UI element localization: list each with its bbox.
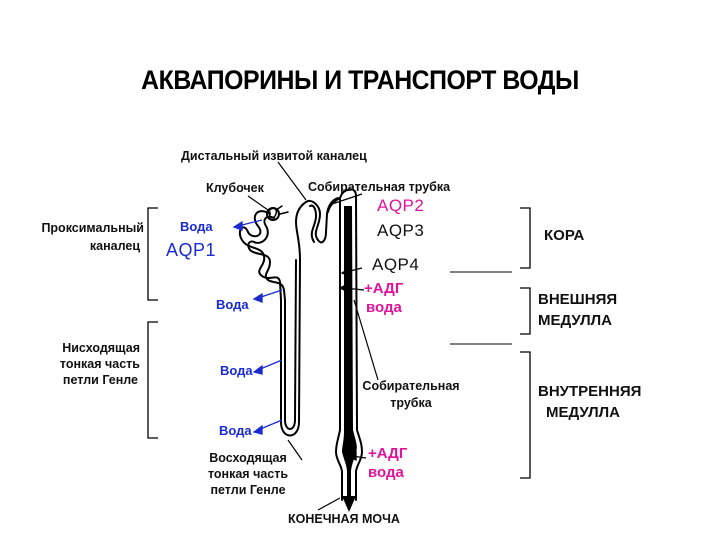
adh-label-1-line1: +АДГ <box>364 280 404 297</box>
collecting-duct-mid-label-line1: Собирательная <box>362 379 460 393</box>
glomerulus-tuft <box>267 205 289 219</box>
aqp4-arrow-head <box>340 266 351 277</box>
ascending-limb <box>295 201 307 423</box>
water-label-3: Вода <box>220 363 253 378</box>
distal-tubule-label: Дистальный извитой каналец <box>181 149 367 163</box>
adh2-arrow-head <box>346 450 357 462</box>
descending-limb-label-line2: тонкая часть <box>59 357 140 371</box>
water-arrow-3-head <box>252 364 263 375</box>
zone-outer-medulla-line2: МЕДУЛЛА <box>538 312 613 329</box>
collecting-duct-top-label: Собирательная трубка <box>308 180 451 194</box>
collecting-duct-lumen <box>342 206 357 496</box>
zone-inner-medulla-line1: ВНУТРЕННЯЯ <box>538 383 642 400</box>
distal-tubule-inner <box>309 204 317 243</box>
collecting-duct-right <box>347 188 363 501</box>
adh1-arrow-head <box>338 282 349 294</box>
leader-collecting-mid <box>353 299 379 381</box>
bracket-descending <box>147 321 158 439</box>
bracket-cortex <box>520 207 531 269</box>
collecting-duct-mid-label-line2: трубка <box>390 396 432 410</box>
urine-arrow-head <box>342 496 356 512</box>
descending-limb-inner <box>284 299 296 430</box>
glomerulus-label: Клубочек <box>206 181 264 195</box>
aqp1-label: AQP1 <box>166 240 217 260</box>
water-label-4: Вода <box>219 423 252 438</box>
adh-label-2-line2: вода <box>368 464 404 481</box>
water-label-1: Вода <box>180 219 213 234</box>
leader-distal <box>277 161 307 201</box>
ascending-limb-inner <box>294 259 297 421</box>
zone-cortex: КОРА <box>544 227 585 244</box>
water-arrow-4-head <box>252 424 263 435</box>
ascending-limb-label-line1: Восходящая <box>209 451 287 465</box>
ascending-limb-label-line3: петли Генле <box>210 483 286 497</box>
proximal-tubule-label-line2: каналец <box>89 239 140 253</box>
proximal-tubule-inner <box>247 215 286 301</box>
zone-inner-medulla-line2: МЕДУЛЛА <box>546 404 621 421</box>
proximal-tubule <box>238 210 282 301</box>
leader-glomerulus <box>247 195 269 211</box>
bracket-outer-medulla <box>520 287 531 335</box>
leader-urine <box>317 497 341 511</box>
collecting-duct-top <box>339 189 349 199</box>
water-label-2: Вода <box>216 297 249 312</box>
descending-limb <box>280 299 300 437</box>
aqp3-label: AQP3 <box>377 221 425 240</box>
descending-limb-label-line1: Нисходящая <box>62 341 140 355</box>
leader-collecting-top <box>331 193 363 205</box>
collecting-duct-left <box>327 197 343 501</box>
aqp4-label: AQP4 <box>372 255 420 274</box>
bracket-inner-medulla <box>520 351 531 479</box>
proximal-tubule-label-line1: Проксимальный <box>41 221 144 235</box>
zone-outer-medulla-line1: ВНЕШНЯЯ <box>538 291 618 308</box>
aqp2-label: AQP2 <box>377 196 425 215</box>
bracket-proximal <box>147 207 158 301</box>
adh-label-1-line2: вода <box>366 299 402 316</box>
ascending-limb-label-line2: тонкая часть <box>207 467 289 481</box>
water-arrow-2-head <box>252 292 263 303</box>
final-urine-label: КОНЕЧНАЯ МОЧА <box>288 512 400 526</box>
page-title: АКВАПОРИНЫ И ТРАНСПОРТ ВОДЫ <box>141 65 579 95</box>
descending-limb-label-line3: петли Генле <box>62 373 138 387</box>
water-arrow-1-head <box>232 220 243 231</box>
adh-label-2-line1: +АДГ <box>368 445 408 462</box>
leader-ascending <box>287 439 303 461</box>
